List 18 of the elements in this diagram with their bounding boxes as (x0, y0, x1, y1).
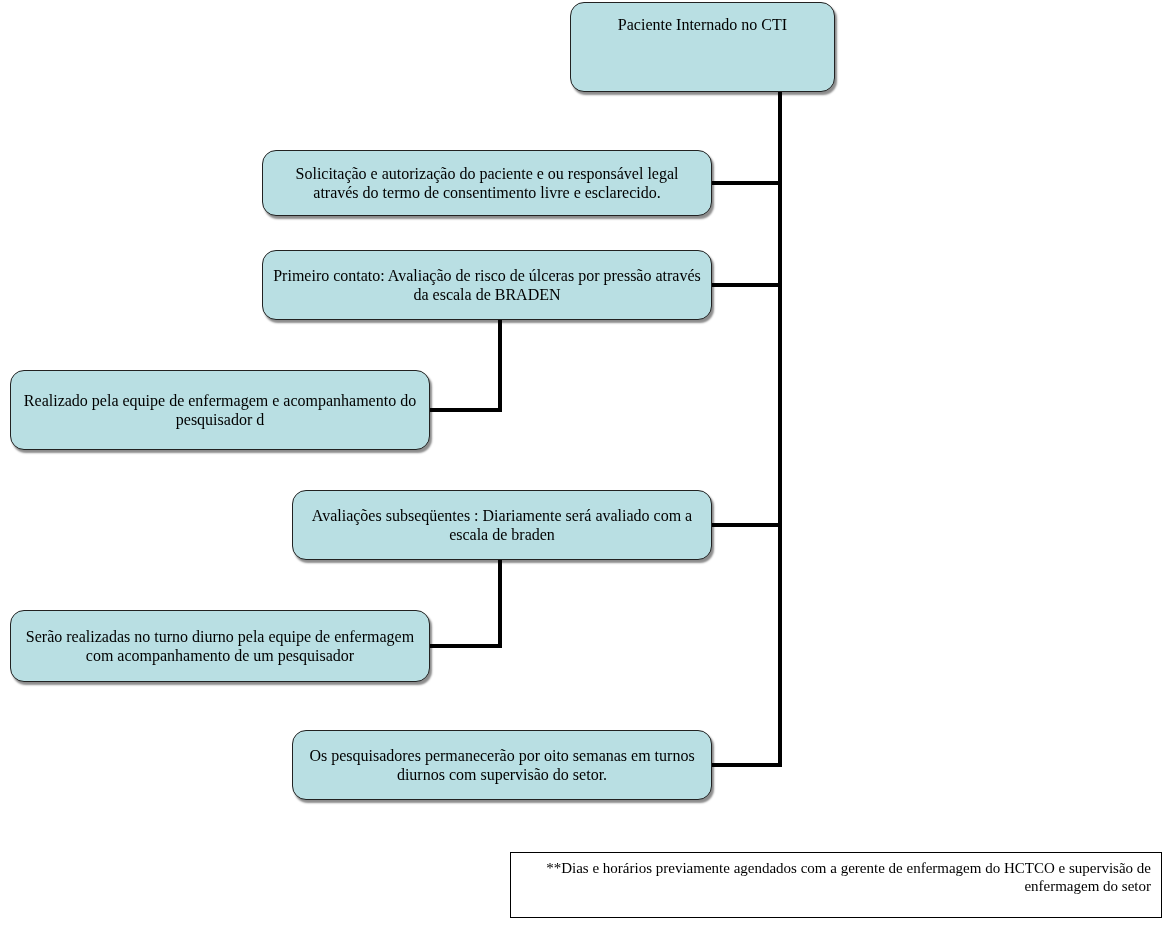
process-box (262, 250, 712, 320)
box-text: Primeiro contato: Avaliação de risco de úlceras por pressão através da escala de BRADEN (272, 265, 702, 305)
box-text: Solicitação e autorização do paciente e ou responsável legal através do termo de consentimento livre e esclarecido. (294, 163, 680, 203)
process-box (10, 370, 430, 450)
process-box (262, 150, 712, 216)
process-box (292, 490, 712, 560)
box-text: Serão realizadas no turno diurno pela equipe de enfermagem com acompanhamento de um pesquisador (24, 626, 416, 666)
process-box (10, 610, 430, 682)
connector-line (430, 320, 502, 412)
box-text: Realizado pela equipe de enfermagem e acompanhamento do pesquisador d (22, 390, 418, 430)
process-box (292, 730, 712, 800)
box-text: Paciente Internado no CTI (617, 15, 788, 35)
note-text: **Dias e horários previamente agendados com a gerente de enfermagem do HCTCO e supervisão de enfermagem do setor (545, 859, 1151, 895)
process-box (570, 2, 835, 92)
connector-line (430, 560, 502, 648)
box-text: Os pesquisadores permanecerão por oito semanas em turnos diurnos com supervisão do setor. (308, 745, 696, 785)
box-text: Avaliações subseqüentes : Diariamente será avaliado com a escala de braden (310, 505, 694, 545)
note-box (510, 852, 1162, 918)
